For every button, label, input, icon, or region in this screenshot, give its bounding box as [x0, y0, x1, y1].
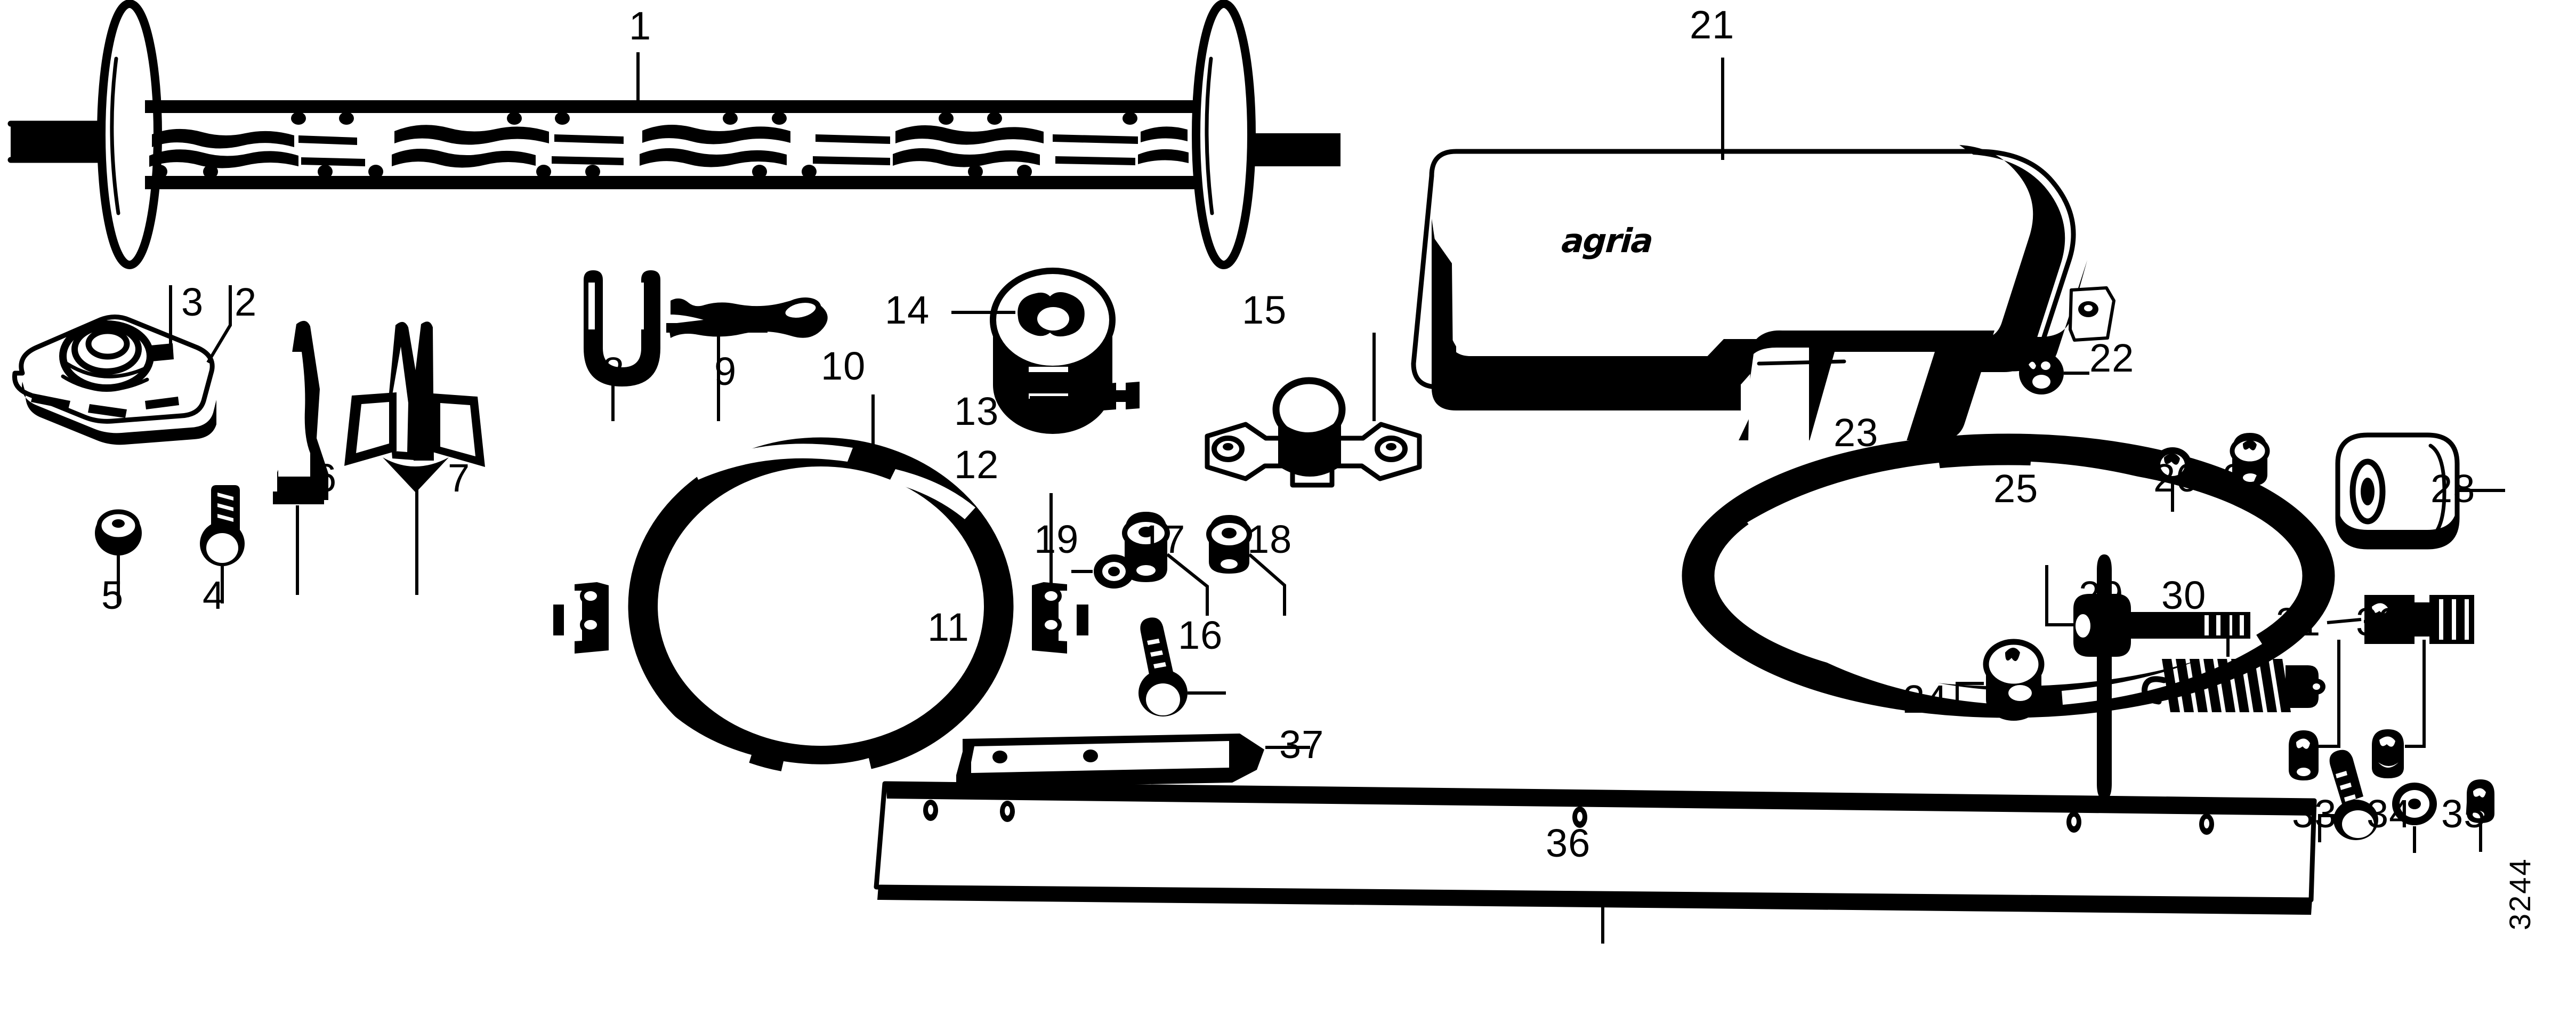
part-small-nut	[2467, 779, 2494, 852]
callout-33: 33	[2292, 792, 2337, 836]
part-hood-fastener	[2019, 352, 2089, 394]
part-round-head-screw	[200, 485, 245, 603]
part-scraper-strip	[956, 734, 1310, 788]
callout-22: 22	[2089, 336, 2135, 380]
part-stacked-pulley	[951, 268, 1116, 434]
callout-32: 32	[2356, 600, 2401, 644]
callout-26: 26	[2153, 456, 2199, 500]
callout-10: 10	[821, 344, 866, 388]
callout-11: 11	[927, 605, 970, 649]
part-hex-head-screw	[1138, 617, 1226, 716]
part-u-bracket	[584, 270, 660, 421]
part-square-head-setscrew	[2327, 595, 2482, 644]
part-spacer-bush	[1956, 639, 2045, 721]
callout-25: 25	[1993, 466, 2039, 511]
part-clamp-band	[553, 394, 1088, 779]
part-lock-washer	[2153, 447, 2192, 512]
part-engine-hood-cover	[1411, 58, 2115, 444]
plate-number: 3244	[2503, 857, 2537, 930]
part-shoulder-bolt-with-disc	[2045, 554, 2250, 800]
callout-7: 7	[448, 456, 471, 500]
part-double-tine-blade	[344, 321, 485, 595]
part-spring-washer	[2372, 640, 2426, 778]
callout-21: 21	[1690, 3, 1735, 47]
callout-31: 31	[2276, 600, 2321, 644]
part-hex-nut	[95, 509, 142, 603]
callout-19: 19	[1034, 517, 1079, 561]
callout-3: 3	[181, 280, 204, 324]
callout-1: 1	[629, 4, 652, 48]
callout-35: 35	[2441, 792, 2486, 836]
callout-15: 15	[1242, 288, 1287, 332]
callout-4: 4	[203, 573, 225, 617]
callout-30: 30	[2161, 573, 2207, 617]
part-cap-nut	[1122, 512, 1209, 616]
part-tension-spring	[2142, 613, 2325, 712]
callout-34: 34	[2367, 792, 2412, 836]
callout-28: 28	[2430, 466, 2476, 511]
part-washer	[2392, 783, 2437, 853]
callout-12: 12	[954, 442, 999, 487]
part-lock-nut	[2289, 640, 2340, 780]
part-cotter-pin	[666, 297, 828, 421]
part-flat-washer	[1071, 554, 1134, 589]
callout-29: 29	[2079, 573, 2124, 617]
callout-16: 16	[1178, 613, 1223, 657]
callout-36: 36	[1546, 821, 1591, 865]
callout-18: 18	[1247, 517, 1293, 561]
part-hex-nut-small	[2230, 433, 2270, 512]
part-tine-blade	[273, 320, 328, 595]
callout-6: 6	[314, 456, 337, 500]
callout-2: 2	[235, 280, 257, 324]
agria-brand-logo: agria	[1560, 221, 1654, 260]
callout-5: 5	[101, 573, 124, 617]
callout-23: 23	[1834, 410, 1879, 455]
callout-14: 14	[885, 288, 930, 332]
callout-13: 13	[954, 389, 999, 433]
part-bearing-housing-clamp	[1205, 333, 1422, 488]
part-scraper-plate	[874, 781, 2317, 944]
part-locking-key	[1030, 382, 1140, 413]
callout-27: 27	[2223, 456, 2268, 500]
part-roller-shaft-assembly	[7, 0, 1341, 269]
callout-9: 9	[714, 349, 737, 393]
callout-24: 24	[1903, 677, 1948, 721]
callout-37: 37	[1279, 722, 1325, 767]
part-bushing-sleeve	[2335, 432, 2505, 550]
callout-17: 17	[1141, 517, 1186, 561]
part-collar-nut	[1206, 515, 1286, 616]
part-bearing-flange-plate	[12, 285, 232, 445]
callout-8: 8	[602, 349, 625, 393]
part-slotted-screw	[2318, 750, 2378, 842]
